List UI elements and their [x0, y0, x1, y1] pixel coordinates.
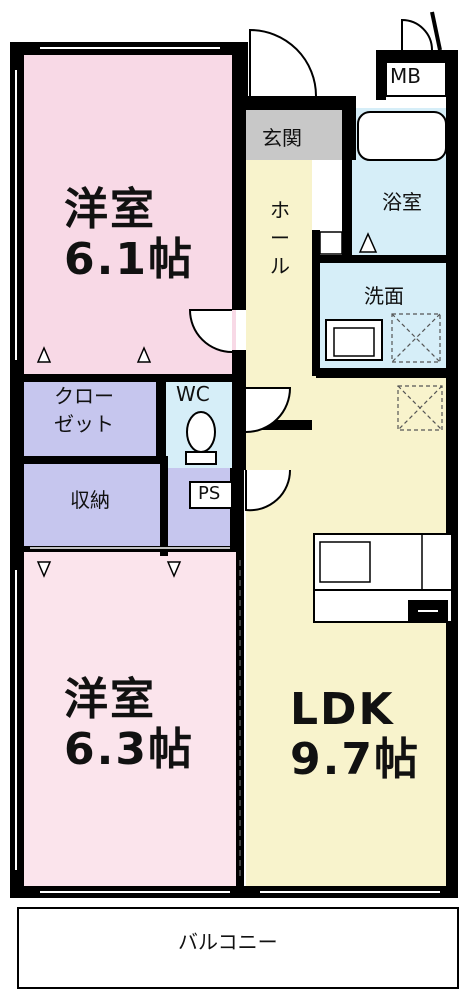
ldk-name: LDK	[290, 684, 395, 735]
entrance-label: 玄関	[262, 126, 302, 150]
pipe-space-label: PS	[198, 483, 221, 504]
ldk-size: 9.7帖	[290, 734, 420, 785]
ldk-area	[246, 376, 452, 890]
washroom-label: 洗面	[364, 284, 404, 308]
closet-label-line2: ゼット	[54, 412, 114, 436]
entrance-area	[246, 110, 342, 160]
hall-label: ホール	[270, 198, 290, 278]
western-room-1-name: 洋室	[64, 184, 156, 235]
bath-door-mark	[358, 232, 378, 253]
bathtub	[357, 111, 447, 161]
mb-door-swing	[401, 18, 433, 51]
pipe-space-outline	[189, 481, 233, 509]
western-room-2-name: 洋室	[64, 674, 156, 725]
balcony-label: バルコニー	[178, 930, 278, 954]
room1-door-swing	[188, 309, 233, 353]
western-room-2-area	[24, 550, 236, 890]
meter-box-label: MB	[390, 64, 421, 88]
toilet-label: WC	[176, 382, 210, 406]
toilet-bowl	[186, 411, 216, 453]
closet-area	[24, 380, 160, 460]
meter-box-outline	[385, 61, 447, 97]
western-room-2-size: 6.3帖	[64, 724, 194, 775]
windows	[15, 47, 440, 893]
toilet-door-swing	[245, 387, 292, 433]
entrance-door-swing	[249, 28, 317, 97]
bathroom-label: 浴室	[382, 190, 422, 214]
ldk-door-swing	[245, 469, 292, 512]
washing-machine-space	[391, 313, 443, 431]
bath-drain-box	[319, 231, 343, 255]
closet-sliding-doors	[30, 346, 230, 578]
storage-label: 収納	[70, 488, 110, 512]
balcony-area	[17, 907, 459, 989]
closet-label-line1: クロー	[54, 384, 114, 408]
western-room-1-size: 6.1帖	[64, 234, 194, 285]
